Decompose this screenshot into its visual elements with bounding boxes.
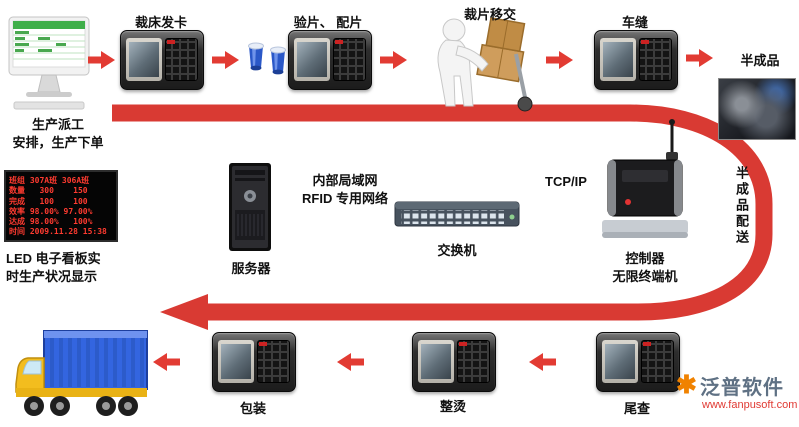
dispatch-caption-line1: 生产派工 [31, 117, 84, 132]
label-ironing: 整烫 [439, 399, 466, 414]
truck-icon [15, 330, 148, 416]
label-packing: 包装 [239, 401, 266, 416]
label-switch: 交换机 [437, 243, 477, 258]
led-row: 效率 98.00% 97.00% [9, 206, 93, 216]
label-delivery: 半成品配送 [734, 166, 749, 246]
led-display-board: 班组 307A班 306A班 数量 300 150 完成 100 100 效率 … [4, 170, 118, 242]
network-switch-icon [394, 201, 520, 227]
led-caption-line2: 时生产状况显示 [6, 269, 98, 284]
controller-icon [602, 119, 688, 238]
dispatch-caption-line2: 安排，生产下单 [12, 135, 104, 150]
label-inspect-match: 验片、 配片 [293, 15, 363, 30]
label-tail-check: 尾查 [623, 401, 650, 416]
label-protocol: TCP/IP [545, 174, 587, 189]
server-icon [229, 163, 271, 251]
dispatch-caption: 生产派工 安排，生产下单 [2, 116, 114, 152]
computer-icon [8, 16, 90, 110]
led-row: 数量 300 150 [9, 186, 88, 196]
label-piece-transfer: 裁片移交 [463, 7, 516, 22]
flow-arrow-right-5-icon [686, 49, 713, 67]
rfid-terminal-tailcheck-icon [596, 332, 680, 392]
flow-arrow-left-3-icon [153, 353, 180, 371]
label-semi-finished: 半成品 [740, 53, 780, 68]
fanpu-logo-icon: ✱ [676, 371, 697, 399]
led-row: 达成 98.00% 100% [9, 217, 93, 227]
controller-caption-line2: 无限终端机 [612, 269, 678, 284]
flow-arrow-left-1-icon [529, 353, 556, 371]
rfid-terminal-inspect-icon [288, 30, 372, 90]
led-caption: LED 电子看板实 时生产状况显示 [2, 250, 126, 286]
network-caption-line1: 内部局域网 [312, 173, 378, 188]
rfid-terminal-packing-icon [212, 332, 296, 392]
network-caption-line2: RFID 专用网络 [302, 191, 388, 206]
network-caption: 内部局域网 RFID 专用网络 [292, 172, 398, 208]
thread-spools-icon [248, 42, 286, 75]
led-caption-line1: LED 电子看板实 [6, 251, 101, 266]
controller-caption: 控制器 无限终端机 [598, 250, 692, 286]
led-row: 完成 100 100 [9, 196, 88, 206]
flow-arrow-right-3-icon [380, 51, 407, 69]
worker-handtruck-icon [437, 16, 533, 112]
rfid-terminal-sewing-icon [594, 30, 678, 90]
brand-name: 泛普软件 [699, 377, 784, 399]
semi-finished-photo [718, 78, 796, 140]
brand-url: www.fanpusoft.com [702, 399, 798, 411]
led-row: 时间 2009.11.28 15:38 [9, 227, 107, 237]
fanpu-logo: ✱ 泛普软件 [676, 371, 784, 400]
label-sewing: 车缝 [621, 15, 648, 30]
label-cutting-card: 裁床发卡 [134, 15, 187, 30]
rfid-terminal-ironing-icon [412, 332, 496, 392]
controller-caption-line1: 控制器 [625, 251, 665, 266]
flow-arrow-right-1-icon [88, 51, 115, 69]
flow-arrow-left-2-icon [337, 353, 364, 371]
rfid-terminal-cutting-icon [120, 30, 204, 90]
led-row: 班组 307A班 306A班 [9, 176, 90, 185]
flow-arrow-right-2-icon [212, 51, 239, 69]
flow-arrow-right-4-icon [546, 51, 573, 69]
label-server: 服务器 [231, 261, 271, 276]
